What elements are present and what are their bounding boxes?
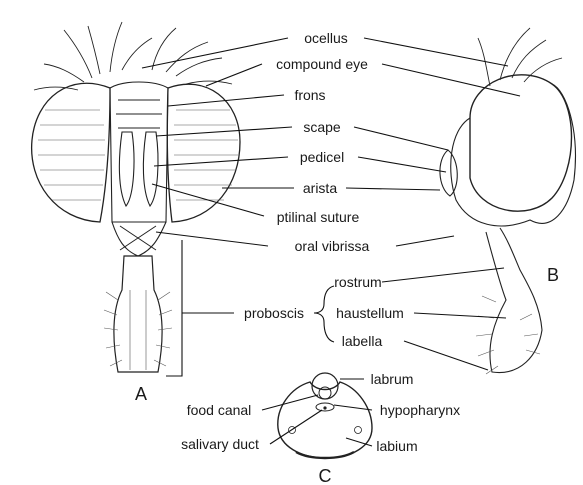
label-ptilinal-suture: ptilinal suture: [277, 209, 360, 225]
labels: ocellus compound eye frons scape pedicel…: [135, 30, 559, 485]
lateral-proboscis-hairs: [476, 296, 540, 374]
right-antenna: [143, 132, 158, 206]
frons-region: [110, 82, 168, 222]
label-labium: labium: [376, 438, 417, 454]
label-haustellum: haustellum: [336, 305, 404, 321]
panel-label-c: C: [319, 466, 332, 485]
lateral-compound-eye: [470, 75, 572, 211]
label-pedicel: pedicel: [300, 149, 344, 165]
label-ocellus: ocellus: [304, 30, 348, 46]
salivary-duct-shape: [323, 406, 326, 409]
lateral-bristles: [478, 28, 562, 86]
head-lateral-view: [440, 28, 575, 374]
proboscis-shape: [114, 256, 162, 372]
lateral-proboscis: [486, 228, 542, 373]
proboscis-cross-section: [278, 373, 372, 458]
label-hypopharynx: hypopharynx: [380, 402, 460, 418]
label-scape: scape: [303, 119, 341, 135]
panel-label-a: A: [135, 384, 147, 404]
label-frons: frons: [294, 87, 325, 103]
eye-facets: [38, 110, 238, 200]
labium-base: [296, 452, 354, 458]
lateral-antenna: [440, 150, 457, 196]
label-proboscis: proboscis: [244, 305, 304, 321]
oral-vibrissa-cross: [120, 226, 156, 250]
label-labrum: labrum: [371, 371, 414, 387]
label-arista: arista: [303, 180, 337, 196]
label-food-canal: food canal: [187, 402, 252, 418]
label-compound-eye: compound eye: [276, 56, 368, 72]
label-oral-vibrissa: oral vibrissa: [295, 238, 370, 254]
panel-label-b: B: [547, 265, 559, 285]
cross-section-outline: [278, 382, 372, 458]
label-rostrum: rostrum: [334, 274, 381, 290]
left-antenna: [119, 132, 134, 206]
left-compound-eye: [32, 83, 110, 222]
frons-striation: [116, 100, 162, 128]
label-labella: labella: [342, 333, 383, 349]
right-trachea: [355, 427, 362, 434]
head-front-view: [32, 22, 240, 372]
label-salivary-duct: salivary duct: [181, 436, 259, 452]
